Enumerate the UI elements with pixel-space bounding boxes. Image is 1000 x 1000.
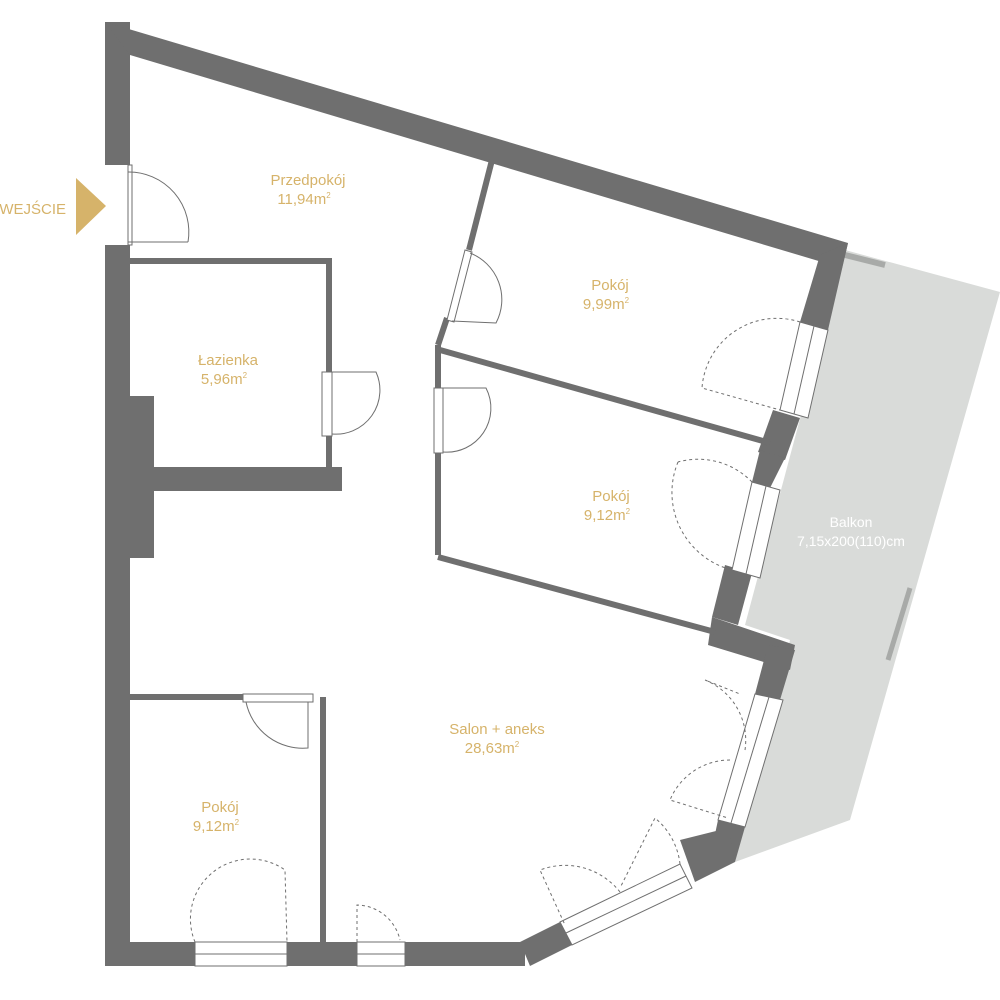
svg-text:28,63m2: 28,63m2 [465, 740, 520, 757]
room-middle-door-leaf [433, 387, 444, 454]
room-area-sup: 2 [515, 740, 520, 749]
room-label-bathroom: Łazienka 5,96m2 [198, 352, 259, 388]
entrance-label: WEJŚCIE [0, 200, 66, 218]
outer-walls [105, 22, 848, 966]
balcony-area [735, 250, 1000, 862]
window-living-right [717, 693, 784, 828]
room-label-hallway: Przedpokój 11,94m2 [270, 172, 345, 208]
svg-text:9,12m2: 9,12m2 [584, 507, 631, 524]
balcony-name: Balkon [830, 514, 873, 530]
room-area: 9,12m [584, 507, 626, 524]
room-name: Pokój [592, 488, 630, 505]
svg-text:9,99m2: 9,99m2 [583, 296, 630, 313]
living-window-door-arc-4 [539, 864, 621, 926]
entrance-arrow-icon [76, 178, 106, 235]
living-small-window-door-arc [356, 904, 401, 942]
svg-text:5,96m2: 5,96m2 [201, 371, 248, 388]
room-top-window-door-arc [701, 317, 801, 411]
room-area-sup: 2 [625, 296, 630, 305]
room-label-living: Salon + aneks 28,63m2 [449, 721, 545, 757]
room-area-sup: 2 [326, 191, 331, 200]
living-window-door-arc-3 [619, 817, 681, 889]
room-area: 9,12m [193, 818, 235, 835]
room-area: 5,96m [201, 371, 243, 388]
room-name: Przedpokój [270, 172, 345, 189]
living-window-door-arc-2 [669, 759, 731, 819]
room-bottom-door-leaf [242, 693, 314, 703]
bathroom-door-leaf [321, 371, 333, 437]
room-area-sup: 2 [243, 371, 248, 380]
room-name: Łazienka [198, 352, 259, 369]
room-name: Pokój [591, 277, 629, 294]
doors [127, 164, 801, 943]
windows [194, 321, 829, 967]
balcony-railing-top [844, 252, 886, 268]
balcony-dims: 7,15x200(110)cm [797, 533, 905, 549]
room-bottom-window-door-arc [189, 858, 288, 943]
room-area: 28,63m [465, 740, 515, 757]
room-label-room-bottom: Pokój 9,12m2 [193, 799, 240, 835]
inner-walls [128, 159, 771, 942]
room-name: Salon + aneks [449, 721, 545, 738]
room-area: 9,99m [583, 296, 625, 313]
living-window-door-arc-1 [704, 679, 747, 751]
room-label-room-top: Pokój 9,99m2 [583, 277, 630, 313]
balcony-railing-side [885, 587, 913, 661]
room-name: Pokój [201, 799, 239, 816]
room-area: 11,94m [277, 191, 326, 208]
svg-text:9,12m2: 9,12m2 [193, 818, 240, 835]
room-label-room-middle: Pokój 9,12m2 [584, 488, 631, 524]
svg-text:11,94m2: 11,94m2 [277, 191, 331, 208]
room-top-door-leaf [446, 249, 473, 323]
room-middle-window-door-arc [671, 458, 753, 571]
entrance-door-leaf [127, 164, 133, 246]
balcony-label: Balkon 7,15x200(110)cm [797, 514, 905, 549]
room-area-sup: 2 [235, 818, 240, 827]
room-area-sup: 2 [626, 507, 631, 516]
